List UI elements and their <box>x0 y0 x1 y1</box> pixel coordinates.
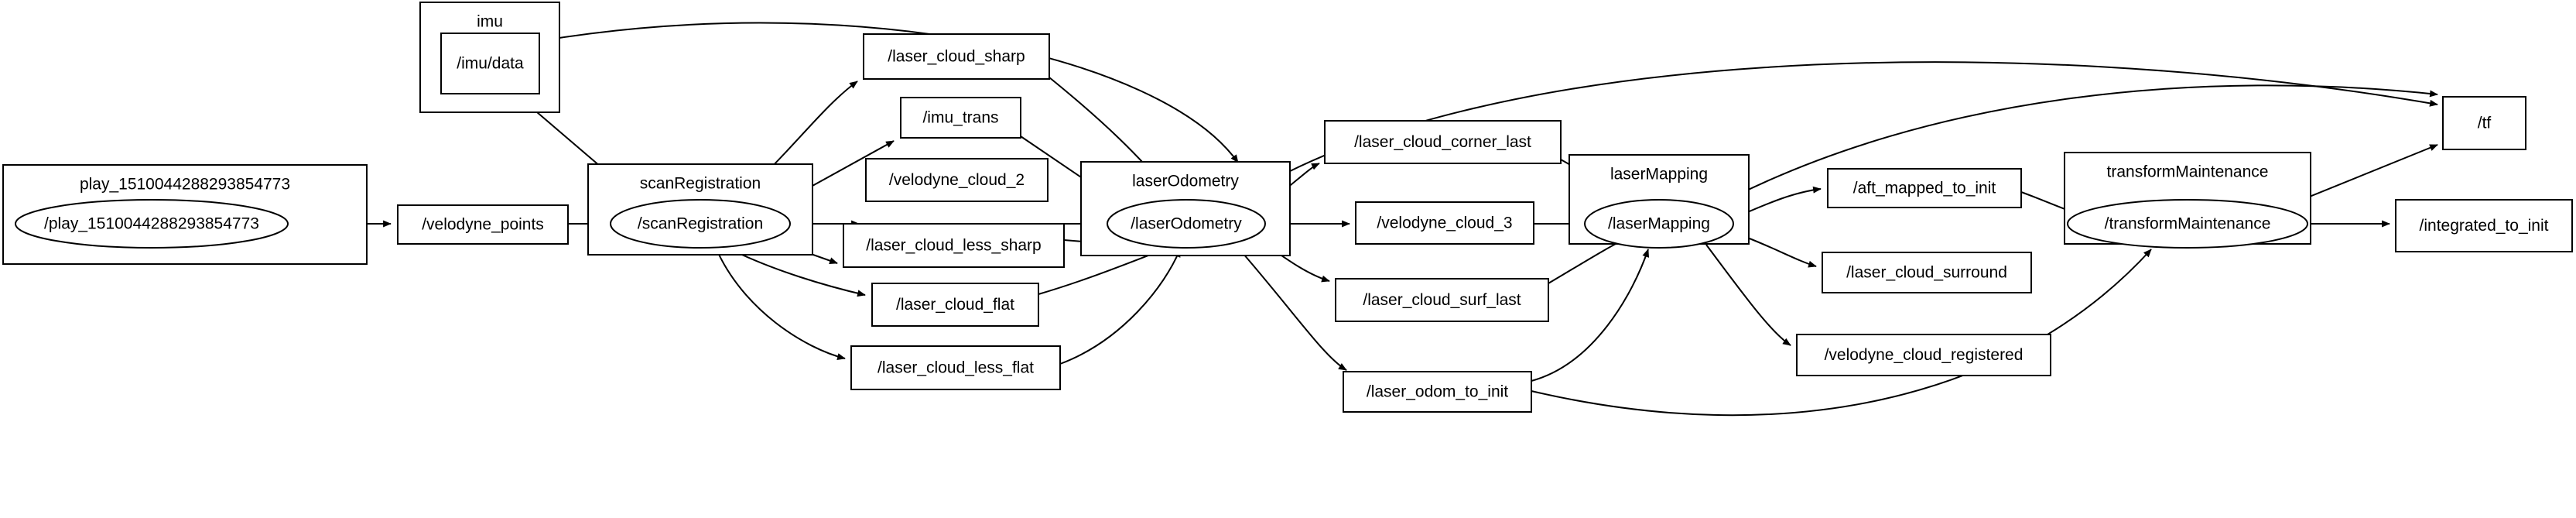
topic-t-surround[interactable]: /laser_cloud_surround <box>1822 252 2032 293</box>
topic-t-imu-trans[interactable]: /imu_trans <box>900 97 1021 139</box>
edge-e-surf-map <box>1548 238 1627 284</box>
topic-box-t-less-sharp[interactable] <box>843 223 1065 268</box>
topic-label-t-surround: /laser_cloud_surround <box>1846 264 2007 282</box>
node-n-scan[interactable]: /scanRegistration <box>610 199 791 249</box>
topic-t-velo2[interactable]: /velodyne_cloud_2 <box>865 158 1049 202</box>
node-group-label-laserodom: laserOdometry <box>1132 173 1239 190</box>
topic-label-t-flat: /laser_cloud_flat <box>896 296 1014 314</box>
topic-t-imu-data[interactable]: /imu/data <box>440 33 540 94</box>
node-label-n-play: /play_1510044288293854773 <box>44 215 259 233</box>
topic-box-t-tf[interactable] <box>2442 96 2526 150</box>
topic-label-t-integrated: /integrated_to_init <box>2420 217 2549 235</box>
topic-label-t-surf-last: /laser_cloud_surf_last <box>1363 291 1521 309</box>
topic-t-less-sharp[interactable]: /laser_cloud_less_sharp <box>843 223 1065 268</box>
node-ellipse-n-play[interactable] <box>15 199 289 249</box>
topic-label-t-velo3: /velodyne_cloud_3 <box>1377 214 1512 232</box>
topic-box-t-flat[interactable] <box>871 283 1039 327</box>
topic-box-t-imu-trans[interactable] <box>900 97 1021 139</box>
edge-e-map-tf <box>1721 84 2438 204</box>
node-ellipse-n-scan[interactable] <box>610 199 791 249</box>
node-group-label-imu: imu <box>477 13 503 31</box>
edge-e-odom-odominit <box>1237 247 1347 371</box>
node-ellipses-layer: /play_1510044288293854773/scanRegistrati… <box>15 199 2308 249</box>
node-group-label-lasermap: laserMapping <box>1610 166 1708 184</box>
topic-box-t-sharp[interactable] <box>863 33 1050 80</box>
topic-box-t-less-flat[interactable] <box>850 345 1061 390</box>
node-label-n-scan: /scanRegistration <box>638 215 763 233</box>
node-label-n-odom: /laserOdometry <box>1131 215 1242 233</box>
edge-e-scan-flat <box>727 247 866 297</box>
topic-t-velo3[interactable]: /velodyne_cloud_3 <box>1355 201 1534 245</box>
topic-label-t-aft-mapped: /aft_mapped_to_init <box>1853 180 1996 197</box>
node-n-odom[interactable]: /laserOdometry <box>1107 199 1266 249</box>
node-group-label-scanreg: scanRegistration <box>640 175 761 193</box>
topic-t-flat[interactable]: /laser_cloud_flat <box>871 283 1039 327</box>
topic-box-t-velo-reg[interactable] <box>1796 334 2051 376</box>
topic-box-t-velo2[interactable] <box>865 158 1049 202</box>
node-ellipse-n-map[interactable] <box>1584 199 1734 249</box>
node-group-label-play: play_1510044288293854773 <box>80 176 290 194</box>
topic-t-aft-mapped[interactable]: /aft_mapped_to_init <box>1827 168 2022 208</box>
topic-box-t-velo-points[interactable] <box>397 204 569 245</box>
topic-label-t-less-sharp: /laser_cloud_less_sharp <box>866 237 1041 255</box>
edge-e-scan-lessflat <box>715 247 846 360</box>
topic-label-t-corner-last: /laser_cloud_corner_last <box>1354 133 1531 151</box>
edge-e-tmaint-tf <box>2286 144 2438 207</box>
topic-t-odom-to-init[interactable]: /laser_odom_to_init <box>1343 371 1532 413</box>
topic-label-t-sharp: /laser_cloud_sharp <box>888 48 1025 66</box>
topic-box-t-odom-to-init[interactable] <box>1343 371 1532 413</box>
topic-label-t-odom-to-init: /laser_odom_to_init <box>1367 383 1508 401</box>
topic-box-t-imu-data[interactable] <box>440 33 540 94</box>
topic-label-t-velo2: /velodyne_cloud_2 <box>889 171 1025 189</box>
topic-t-velo-reg[interactable]: /velodyne_cloud_registered <box>1796 334 2051 376</box>
topic-box-t-aft-mapped[interactable] <box>1827 168 2022 208</box>
node-n-tmaint[interactable]: /transformMaintenance <box>2067 199 2308 249</box>
topic-t-less-flat[interactable]: /laser_cloud_less_flat <box>850 345 1061 390</box>
topic-t-velo-points[interactable]: /velodyne_points <box>397 204 569 245</box>
topic-box-t-surf-last[interactable] <box>1335 278 1549 322</box>
topic-box-t-corner-last[interactable] <box>1324 120 1562 164</box>
topic-label-t-velo-reg: /velodyne_cloud_registered <box>1825 346 2024 364</box>
topic-label-t-less-flat: /laser_cloud_less_flat <box>877 359 1034 377</box>
topic-box-t-velo3[interactable] <box>1355 201 1534 245</box>
node-label-n-tmaint: /transformMaintenance <box>2105 215 2271 233</box>
topic-boxes-layer: /imu/data/velodyne_points/laser_cloud_sh… <box>397 33 2573 413</box>
topic-t-tf[interactable]: /tf <box>2442 96 2526 150</box>
topic-label-t-imu-trans: /imu_trans <box>922 109 998 127</box>
topic-t-sharp[interactable]: /laser_cloud_sharp <box>863 33 1050 80</box>
node-n-play[interactable]: /play_1510044288293854773 <box>15 199 289 249</box>
node-group-label-tmaint: transformMaintenance <box>2107 163 2269 181</box>
topic-label-t-imu-data: /imu/data <box>457 55 524 73</box>
edge-e-odominit-map <box>1531 249 1650 382</box>
topic-t-integrated[interactable]: /integrated_to_init <box>2395 199 2573 252</box>
edge-e-odominit-tmaint <box>1531 249 2152 417</box>
topic-box-t-integrated[interactable] <box>2395 199 2573 252</box>
topic-t-surf-last[interactable]: /laser_cloud_surf_last <box>1335 278 1549 322</box>
topic-box-t-surround[interactable] <box>1822 252 2032 293</box>
topic-label-t-tf: /tf <box>2478 115 2492 132</box>
node-ellipse-n-tmaint[interactable] <box>2067 199 2308 249</box>
topic-t-corner-last[interactable]: /laser_cloud_corner_last <box>1324 120 1562 164</box>
edge-e-lessflat-odom <box>1059 249 1181 365</box>
node-ellipse-n-odom[interactable] <box>1107 199 1266 249</box>
node-label-n-map: /laserMapping <box>1608 215 1710 233</box>
topic-label-t-velo-points: /velodyne_points <box>422 216 544 234</box>
node-n-map[interactable]: /laserMapping <box>1584 199 1734 249</box>
edge-e-map-veloreg <box>1705 244 1791 346</box>
